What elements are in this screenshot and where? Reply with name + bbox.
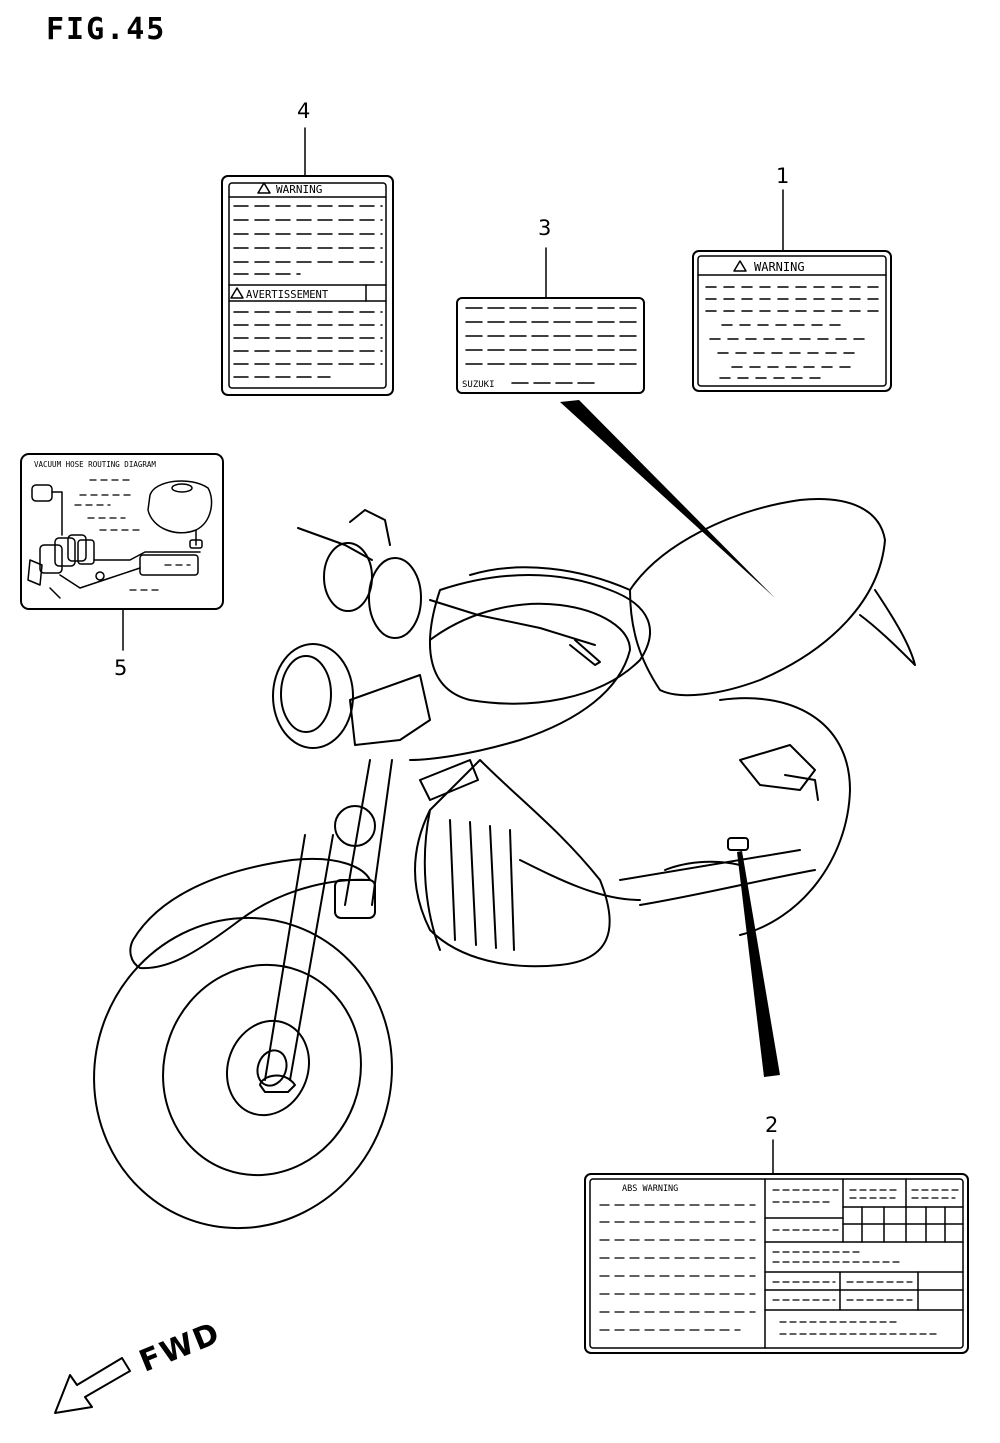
- callout-3: 3: [538, 216, 552, 240]
- label-1-header: WARNING: [754, 260, 805, 274]
- label-2-abs-warning[interactable]: ABS WARNING: [584, 1173, 969, 1354]
- label-4-header: WARNING: [276, 183, 322, 196]
- warning-triangle-icon: [257, 182, 271, 194]
- callout-1: 1: [776, 164, 790, 188]
- figure-title: FIG.45: [46, 12, 167, 47]
- label-3-footer: SUZUKI: [462, 380, 495, 390]
- callout-2: 2: [765, 1113, 779, 1137]
- callout-4: 4: [297, 99, 311, 123]
- label-5-vacuum-hose-diagram[interactable]: VACUUM HOSE ROUTING DIAGRAM: [20, 453, 224, 610]
- label-3[interactable]: SUZUKI: [456, 297, 645, 394]
- motorcycle-illustration: [93, 498, 916, 1230]
- label-1-warning[interactable]: WARNING: [692, 250, 892, 392]
- pointer-arrow-2: [737, 851, 780, 1077]
- warning-triangle-icon: [733, 260, 747, 272]
- label-4-warning-avertissement[interactable]: WARNING AVERTISSEMENT: [221, 175, 394, 396]
- label-5-header: VACUUM HOSE ROUTING DIAGRAM: [34, 460, 156, 469]
- pointer-arrow-3: [560, 400, 775, 598]
- label-4-subheader: AVERTISSEMENT: [246, 289, 329, 301]
- forward-arrow-icon: [54, 1357, 131, 1414]
- label-2-header: ABS WARNING: [622, 1184, 678, 1194]
- callout-5: 5: [114, 656, 128, 680]
- warning-triangle-icon: [230, 287, 244, 299]
